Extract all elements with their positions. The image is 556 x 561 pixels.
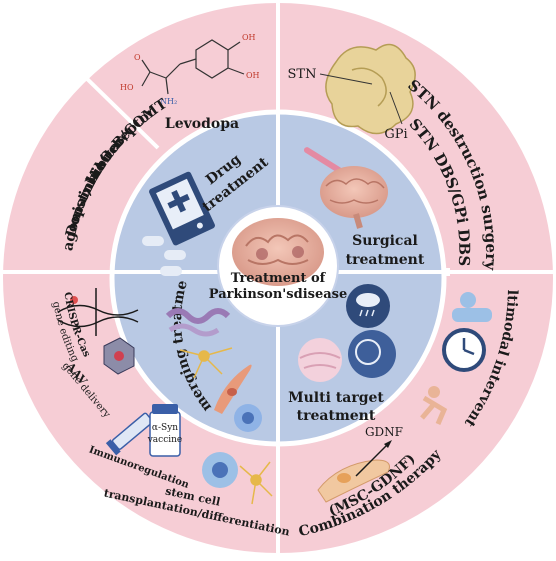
immune-cell-icon	[234, 404, 262, 432]
levodopa-ho: HO	[120, 83, 134, 92]
cell-icon	[214, 364, 252, 414]
surgical-label-line2: treatment	[346, 252, 425, 268]
neuron-icon	[179, 347, 233, 379]
center-title-line1: Treatment of	[231, 271, 327, 286]
dna-icon	[57, 288, 139, 336]
protein-icon	[165, 308, 231, 337]
gdnf-arrow	[355, 441, 391, 477]
aav-icon	[103, 337, 135, 375]
clock-icon	[442, 328, 486, 372]
basal-ganglia-icon	[319, 43, 416, 135]
syn-vaccine-line1: α-Syn	[152, 423, 178, 433]
surgical-label-line1: Surgical	[352, 233, 418, 249]
person-icon	[452, 292, 492, 322]
levodopa-oh2: OH	[246, 71, 260, 80]
gpi-label: GPi	[384, 127, 407, 142]
pill-icons	[142, 236, 186, 276]
center-brain-icon	[232, 218, 324, 286]
cloud-head-icon	[346, 284, 390, 328]
drug-icon	[149, 171, 215, 246]
stn-label: STN	[288, 67, 317, 82]
gdnf-label: GDNF	[365, 425, 403, 439]
organoid-icon	[298, 338, 342, 382]
center-title-line2: Parkinson'sdisease	[209, 287, 347, 302]
vaccine-vial-icon	[149, 404, 181, 457]
syn-vaccine-line2: vaccine	[147, 435, 183, 445]
msc-cell-icon	[317, 459, 390, 503]
head-brain-icon	[348, 330, 396, 378]
surgical-brain-icon	[303, 147, 388, 229]
stem-cell-icon	[202, 452, 238, 488]
levodopa-nh2: NH₂	[160, 97, 177, 106]
multi-target-label-line2: treatment	[297, 408, 376, 424]
gdnf-arrowhead	[384, 440, 392, 448]
exercise-icon	[420, 386, 448, 425]
levodopa-oh1: OH	[242, 33, 256, 42]
levodopa-o: O	[134, 53, 141, 62]
differentiated-neuron-icon	[239, 461, 273, 505]
levodopa-label: Levodopa	[165, 116, 239, 132]
multi-target-label-line1: Multi target	[288, 390, 384, 406]
levodopa-structure	[141, 39, 245, 95]
